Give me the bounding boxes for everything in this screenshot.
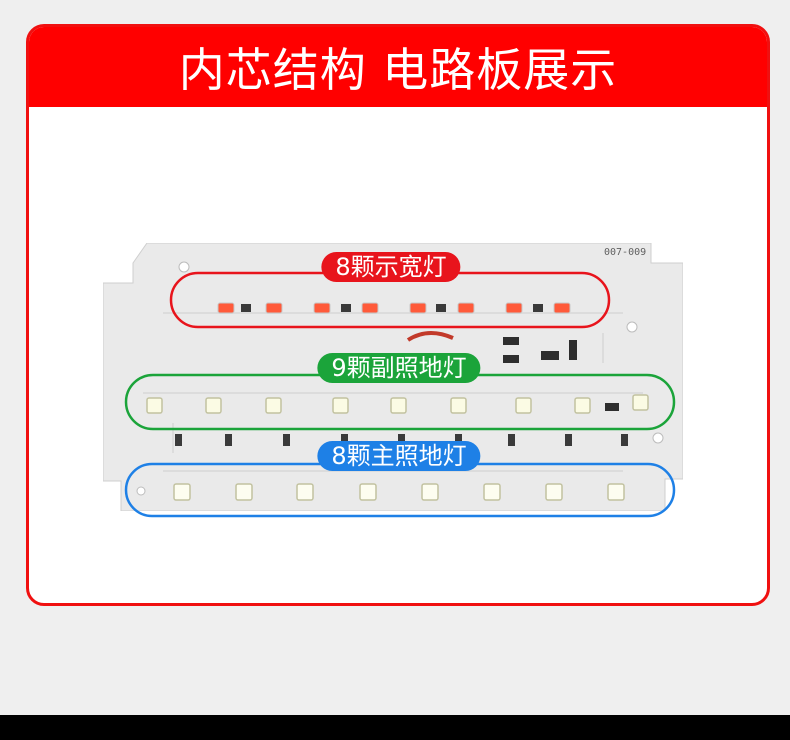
width-light-label: 8颗示宽灯 [321, 252, 461, 282]
page-title: 内芯结构 电路板展示 [29, 27, 767, 107]
main-floor-light-label: 8颗主照地灯 [317, 441, 481, 471]
sub-floor-light-label: 9颗副照地灯 [317, 353, 481, 383]
board-part-number: 007-009 [604, 247, 647, 258]
footer-bar [0, 715, 790, 740]
